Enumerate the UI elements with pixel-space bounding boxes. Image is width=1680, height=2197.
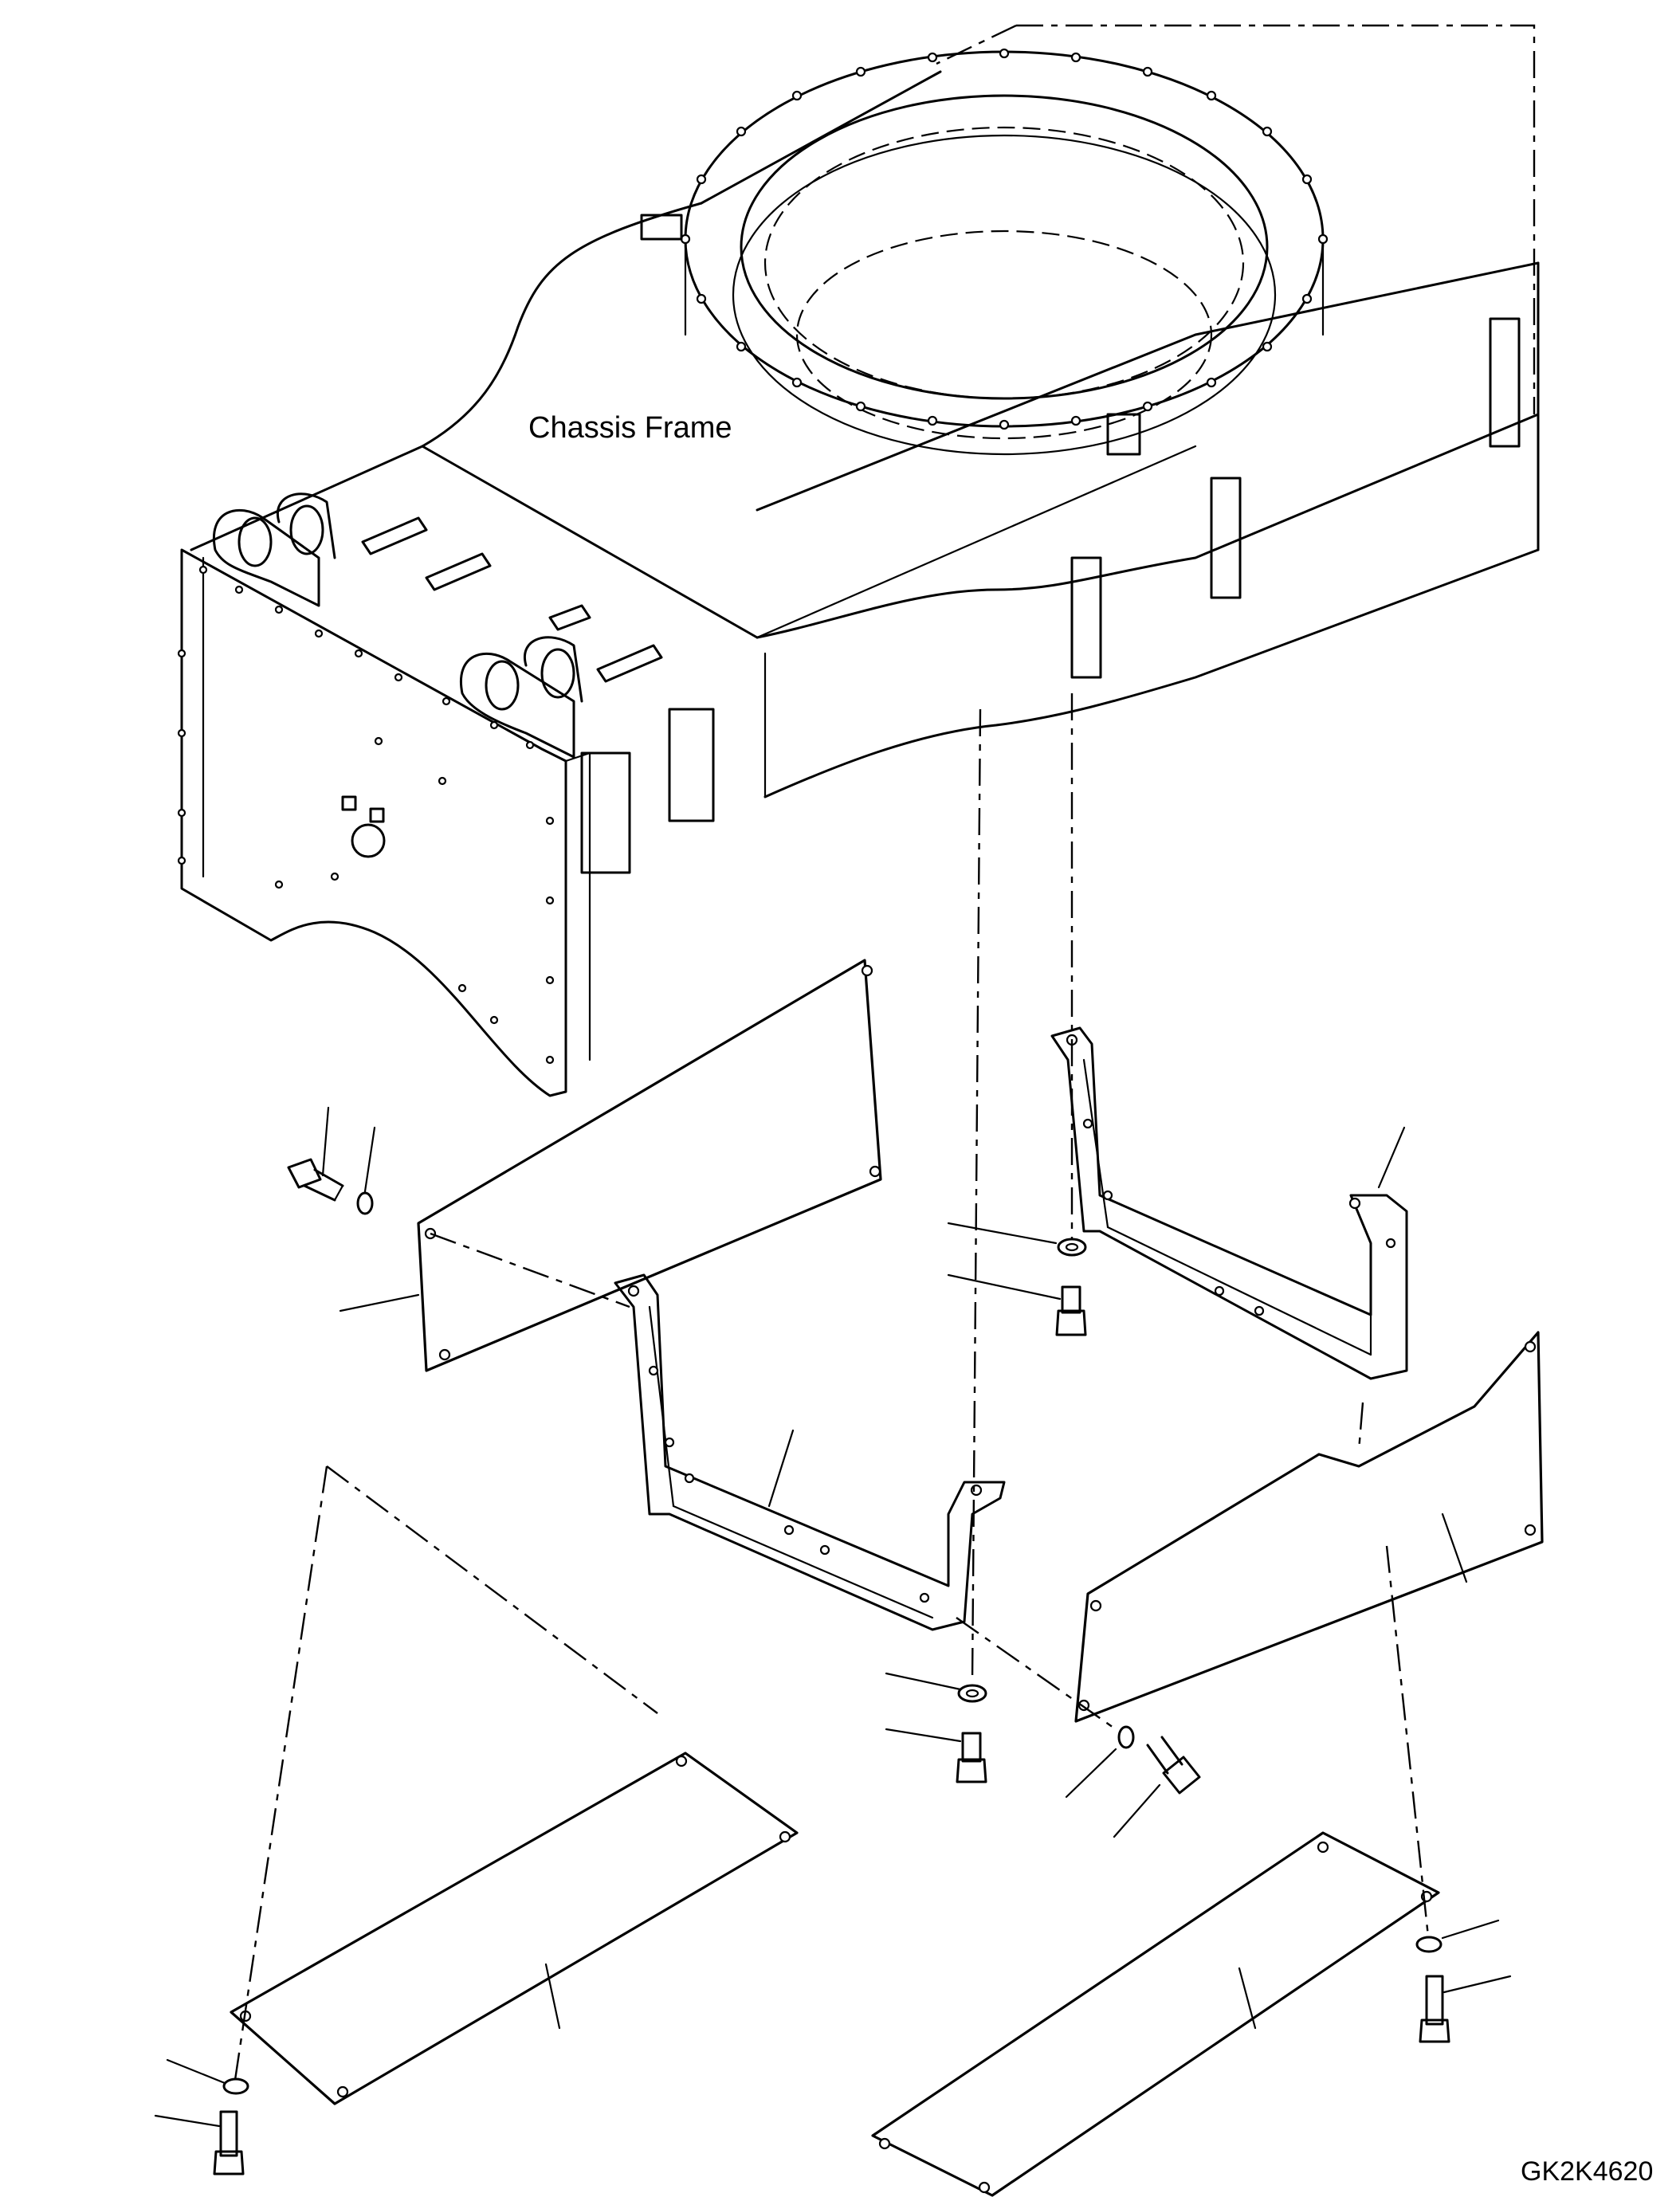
fasteners (213, 1158, 1450, 2175)
front-cover-plate-right (1074, 1331, 1544, 1723)
swing-circle (684, 50, 1325, 456)
front-cover-plate-left (417, 959, 882, 1372)
pin-lugs (213, 492, 583, 759)
bolt (1419, 1975, 1450, 2043)
bracket-left (614, 1273, 1006, 1631)
bolt (1146, 1736, 1201, 1795)
washer (1057, 1238, 1087, 1257)
washer (957, 1684, 987, 1703)
washer (222, 2077, 249, 2095)
bolt (1055, 1285, 1087, 1336)
washer (356, 1191, 374, 1215)
chassis-frame-label: Chassis Frame (528, 411, 732, 445)
drawing-code: GK2K4620 (1521, 2156, 1654, 2187)
assembly-lines (234, 693, 1430, 2081)
bracket-right (1050, 1026, 1408, 1380)
bolt (287, 1158, 344, 1202)
leader-lines (154, 1106, 1512, 2128)
chassis-frame (177, 24, 1540, 1097)
washer (1415, 1936, 1443, 1953)
bolt (213, 2110, 245, 2175)
bottom-cover-right (871, 1831, 1440, 2197)
bottom-cover-left (230, 1752, 799, 2105)
end-plate-holes (177, 565, 555, 1065)
swing-circle-bolt-holes (680, 48, 1329, 430)
bolt (956, 1732, 987, 1783)
washer (1117, 1725, 1135, 1749)
